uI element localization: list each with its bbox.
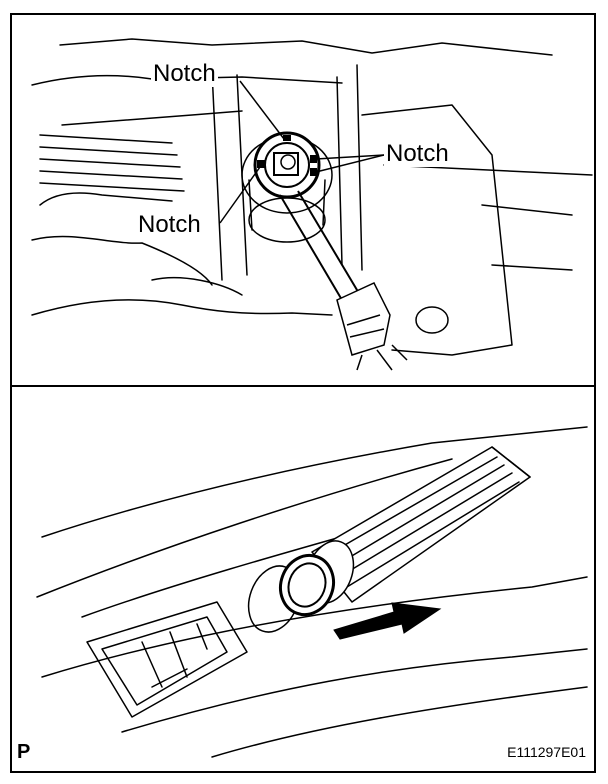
wire-harness: [279, 190, 408, 371]
notch-callout-top: Notch: [151, 60, 218, 87]
leader-lines: [219, 80, 385, 224]
bumper-upper-edge: [41, 426, 588, 538]
bottom-illustration: [36, 426, 588, 758]
insert-direction-arrow: [333, 602, 442, 640]
housing-outline: [361, 104, 513, 356]
figure-code: E111297E01: [507, 744, 586, 760]
figure-frame: [10, 13, 596, 773]
notch-mark-right-2: [310, 168, 317, 176]
notch-callout-left: Notch: [136, 211, 203, 238]
notch-mark-top: [283, 135, 291, 141]
recess-outline: [86, 601, 248, 718]
top-illustration: [31, 38, 593, 371]
panel-letter: P: [17, 741, 31, 763]
notch-callout-right: Notch: [384, 140, 451, 167]
notch-mark-right-1: [310, 155, 317, 163]
sensor-face: [279, 553, 335, 617]
notch-mark-left: [257, 160, 265, 168]
mount-hole: [415, 306, 449, 334]
connector-face: [253, 131, 321, 199]
panel-divider: [10, 385, 596, 387]
upper-body-edge: [59, 38, 553, 56]
